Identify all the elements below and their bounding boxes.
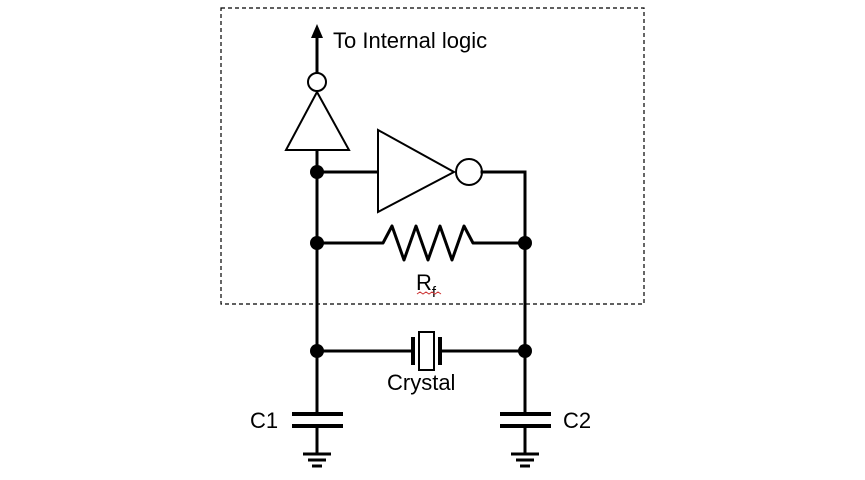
chip-boundary (220, 7, 645, 305)
amplifier-triangle (377, 128, 457, 214)
feedback-resistor-label: Rf (416, 270, 437, 301)
junction-dot (518, 236, 532, 250)
feedback-resistor (315, 224, 527, 262)
junction-dot (310, 344, 324, 358)
amplifier-inverter-bubble (455, 158, 483, 186)
junction-dot (518, 344, 532, 358)
junction-dot (310, 165, 324, 179)
c1-gap-mask (300, 414, 335, 426)
crystal-label: Crystal (387, 370, 455, 395)
capacitor-c1-label: C1 (250, 408, 278, 433)
capacitor-c2-label: C2 (563, 408, 591, 433)
output-label: To Internal logic (333, 28, 487, 53)
output-inverter-bubble (307, 72, 327, 92)
junction-dot (310, 236, 324, 250)
output-inverter-triangle (284, 89, 351, 151)
ground-icon (511, 424, 539, 468)
c2-gap-mask (508, 414, 543, 426)
crystal-body (418, 331, 435, 371)
spellcheck-squiggle (416, 291, 442, 295)
ground-icon (303, 424, 331, 468)
output-arrow-icon (311, 24, 323, 38)
